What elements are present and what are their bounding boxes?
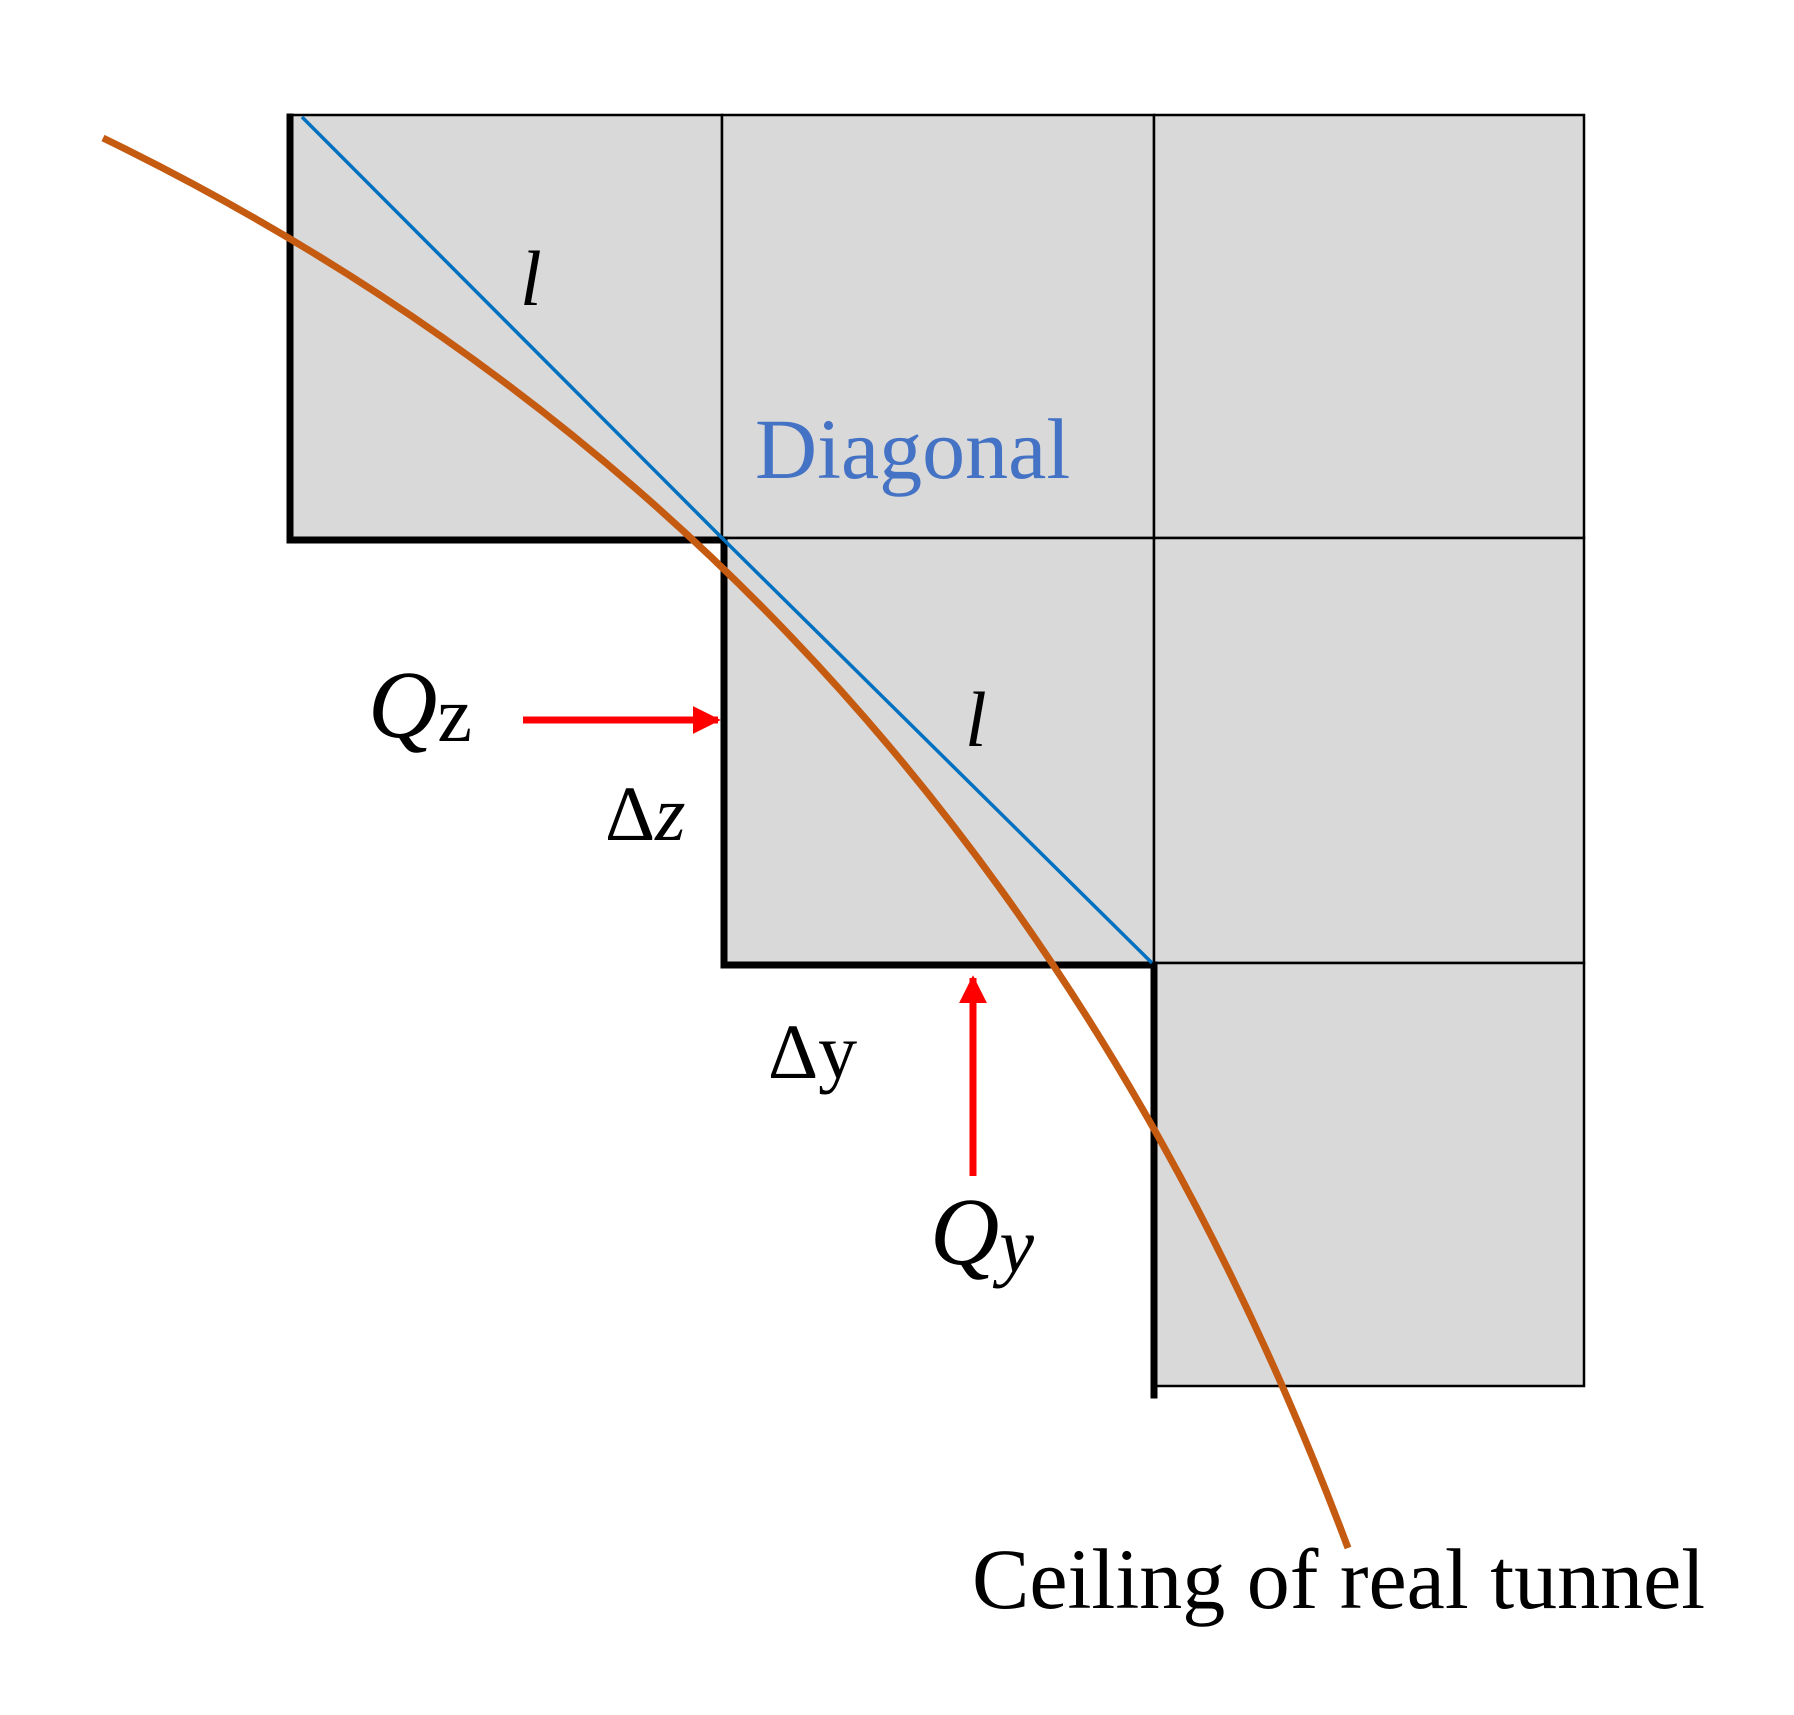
diagonal-label: Diagonal (755, 401, 1070, 497)
delta-z-label: Δz (605, 770, 686, 857)
staircase-boundary (286, 113, 1158, 1399)
grid-cells (288, 113, 1586, 1388)
qz-label-subscript: z (437, 671, 472, 758)
edge-length-label-upper: l (520, 235, 542, 322)
grid-cell-r3c3 (1152, 961, 1586, 1388)
grid-cell-r2c3 (1152, 536, 1586, 965)
edge-length-label-lower: l (965, 676, 987, 763)
tunnel-ceiling-curve (101, 134, 1352, 1550)
qy-label-subscript: y (992, 1202, 1034, 1289)
grid-cell-r1c3 (1152, 113, 1586, 540)
qz-label-main: Q (368, 651, 437, 758)
delta-z-variable: z (654, 770, 685, 857)
qy-label: Qy (930, 1178, 1034, 1289)
delta-y-label: Δy (768, 1008, 857, 1095)
qz-label: Qz (368, 651, 472, 758)
ceiling-label: Ceiling of real tunnel (972, 1531, 1705, 1627)
diagonal-line-lower (720, 536, 1154, 965)
delta-z-delta: Δ (605, 770, 655, 857)
qy-label-main: Q (930, 1178, 999, 1285)
diagonal-line-upper (300, 115, 724, 540)
grid-cell-r1c2 (720, 113, 1156, 540)
